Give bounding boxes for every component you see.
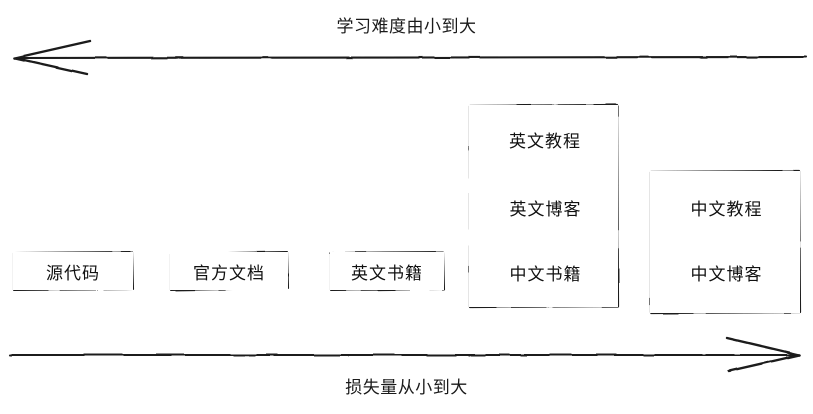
node-label-chinese-books: 中文书籍 — [509, 265, 582, 284]
node-official-docs[interactable]: 官方文档 — [170, 252, 288, 290]
arrow-right-icon — [8, 336, 801, 373]
node-label-english-books: 英文书籍 — [351, 263, 423, 283]
node-english-books[interactable]: 英文书籍 — [330, 252, 444, 290]
node-chinese-books[interactable]: 中文书籍 — [489, 255, 602, 290]
node-chinese-blog[interactable]: 中文博客 — [668, 255, 785, 290]
node-source-code[interactable]: 源代码 — [13, 252, 133, 290]
node-label-official-docs: 官方文档 — [193, 263, 265, 283]
bottom-axis-label: 损失量从小到大 — [345, 378, 468, 397]
top-axis-label: 学习难度由小到大 — [336, 17, 477, 36]
node-english-tutorial[interactable]: 英文教程 — [490, 122, 600, 157]
node-label-english-tutorial: 英文教程 — [509, 132, 581, 151]
node-chinese-tutorial[interactable]: 中文教程 — [668, 190, 785, 225]
node-label-source-code: 源代码 — [46, 263, 100, 283]
node-label-english-blog: 英文博客 — [509, 200, 582, 219]
arrow-left-icon — [13, 39, 808, 76]
node-label-chinese-tutorial: 中文教程 — [690, 200, 763, 219]
node-label-chinese-blog: 中文博客 — [690, 265, 763, 284]
node-english-blog[interactable]: 英文博客 — [489, 190, 602, 225]
